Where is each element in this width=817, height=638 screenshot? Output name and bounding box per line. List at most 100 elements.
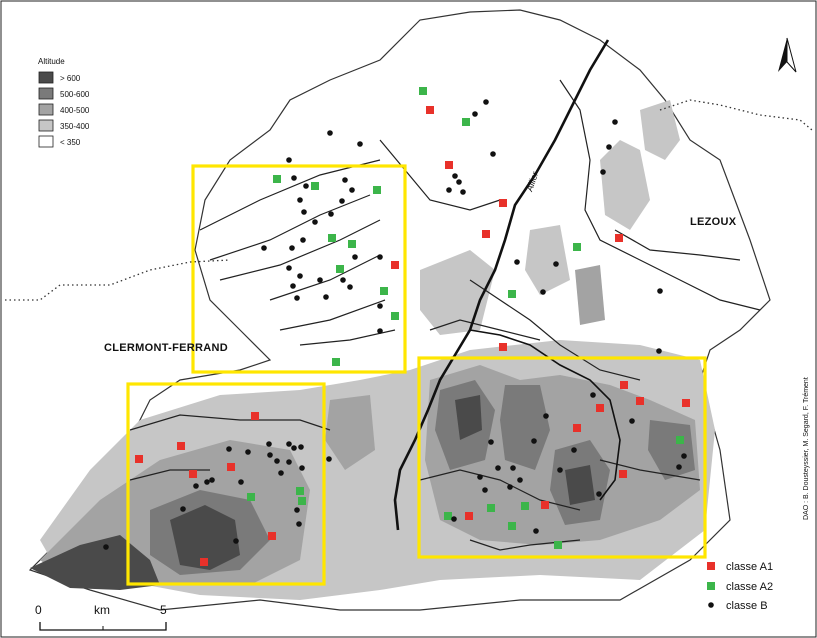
site-marker-classe-b — [460, 189, 466, 195]
site-marker-classe-b — [103, 544, 109, 550]
site-marker-classe-b — [517, 477, 523, 483]
site-legend: classe A1 classe A2 classe B — [707, 561, 773, 612]
site-marker-classe-a2 — [273, 175, 281, 183]
site-marker-classe-a1 — [573, 424, 581, 432]
site-marker-classe-b — [299, 465, 305, 471]
altitude-legend-swatch — [38, 119, 54, 132]
site-marker-classe-b — [180, 506, 186, 512]
department-boundary — [5, 99, 813, 301]
site-marker-classe-b — [204, 479, 210, 485]
site-marker-classe-a2 — [336, 265, 344, 273]
altitude-legend-title: Altitude — [38, 57, 65, 66]
site-marker-classe-b — [326, 456, 332, 462]
site-marker-classe-b — [452, 173, 458, 179]
site-marker-classe-a1 — [636, 397, 644, 405]
site-marker-classe-a1 — [619, 470, 627, 478]
site-marker-classe-a2 — [521, 502, 529, 510]
site-marker-classe-b — [303, 183, 309, 189]
allier-river — [393, 39, 610, 531]
site-marker-classe-b — [328, 211, 334, 217]
site-marker-classe-b — [347, 284, 353, 290]
site-marker-classe-b — [514, 259, 520, 265]
site-marker-classe-b — [510, 465, 516, 471]
site-marker-classe-a1 — [135, 455, 143, 463]
site-marker-classe-a1 — [499, 199, 507, 207]
site-marker-classe-a2 — [298, 497, 306, 505]
altitude-legend-swatch — [38, 87, 54, 100]
site-marker-classe-b — [209, 477, 215, 483]
site-marker-classe-a1 — [445, 161, 453, 169]
site-marker-classe-b — [472, 111, 478, 117]
site-marker-classe-b — [490, 151, 496, 157]
site-marker-classe-b — [297, 273, 303, 279]
site-marker-classe-b — [656, 348, 662, 354]
site-marker-classe-a1 — [200, 558, 208, 566]
legend-label-b: classe B — [726, 600, 768, 612]
site-marker-classe-a2 — [328, 234, 336, 242]
site-marker-classe-a1 — [482, 230, 490, 238]
site-marker-classe-b — [451, 516, 457, 522]
site-marker-classe-b — [571, 447, 577, 453]
site-marker-classe-b — [286, 265, 292, 271]
site-marker-classe-a1 — [227, 463, 235, 471]
site-marker-classe-a2 — [373, 186, 381, 194]
site-marker-classe-a1 — [499, 343, 507, 351]
site-marker-classe-b — [317, 277, 323, 283]
site-marker-classe-a2 — [444, 512, 452, 520]
site-marker-classe-a1 — [620, 381, 628, 389]
legend-swatch-a1 — [707, 562, 715, 570]
site-marker-classe-b — [296, 521, 302, 527]
scale-bar: 0 km 5 — [35, 603, 167, 631]
site-marker-classe-b — [274, 458, 280, 464]
site-marker-classe-b — [557, 467, 563, 473]
map-credit: DAO : B. Dousteyssier, M. Segard, F. Tré… — [803, 377, 810, 520]
site-marker-classe-b — [676, 464, 682, 470]
site-marker-classe-a2 — [247, 493, 255, 501]
allier-river-branch — [469, 329, 621, 501]
site-markers — [103, 87, 690, 566]
site-marker-classe-a2 — [554, 541, 562, 549]
altitude-legend-label: 350-400 — [60, 122, 90, 131]
site-marker-classe-b — [657, 288, 663, 294]
site-marker-classe-b — [533, 528, 539, 534]
site-marker-classe-b — [298, 444, 304, 450]
study-window-northwest — [191, 164, 407, 374]
legend-label-a2: classe A2 — [726, 581, 773, 593]
site-marker-classe-b — [357, 141, 363, 147]
site-marker-classe-b — [596, 491, 602, 497]
site-marker-classe-b — [531, 438, 537, 444]
site-marker-classe-b — [543, 413, 549, 419]
site-marker-classe-b — [291, 445, 297, 451]
site-marker-classe-b — [339, 198, 345, 204]
site-marker-classe-b — [590, 392, 596, 398]
site-marker-classe-a2 — [462, 118, 470, 126]
site-marker-classe-a2 — [380, 287, 388, 295]
site-marker-classe-a1 — [615, 234, 623, 242]
site-marker-classe-b — [267, 452, 273, 458]
study-windows — [126, 164, 707, 586]
site-marker-classe-b — [266, 441, 272, 447]
site-marker-classe-b — [278, 470, 284, 476]
site-marker-classe-a2 — [487, 504, 495, 512]
site-marker-classe-b — [540, 289, 546, 295]
altitude-legend-swatch — [38, 71, 54, 84]
site-marker-classe-a2 — [348, 240, 356, 248]
site-marker-classe-b — [289, 245, 295, 251]
site-marker-classe-b — [352, 254, 358, 260]
study-window-southeast — [417, 356, 707, 559]
town-label-clermont-ferrand: CLERMONT-FERRAND — [104, 342, 228, 354]
site-marker-classe-b — [312, 219, 318, 225]
study-window-southwest — [126, 382, 326, 586]
site-marker-classe-b — [629, 418, 635, 424]
site-marker-classe-b — [290, 283, 296, 289]
legend-label-a1: classe A1 — [726, 561, 773, 573]
site-marker-classe-b — [477, 474, 483, 480]
site-marker-classe-b — [226, 446, 232, 452]
site-marker-classe-b — [286, 459, 292, 465]
site-marker-classe-b — [681, 453, 687, 459]
site-marker-classe-b — [456, 179, 462, 185]
site-marker-classe-b — [294, 295, 300, 301]
site-marker-classe-b — [327, 130, 333, 136]
site-marker-classe-b — [233, 538, 239, 544]
